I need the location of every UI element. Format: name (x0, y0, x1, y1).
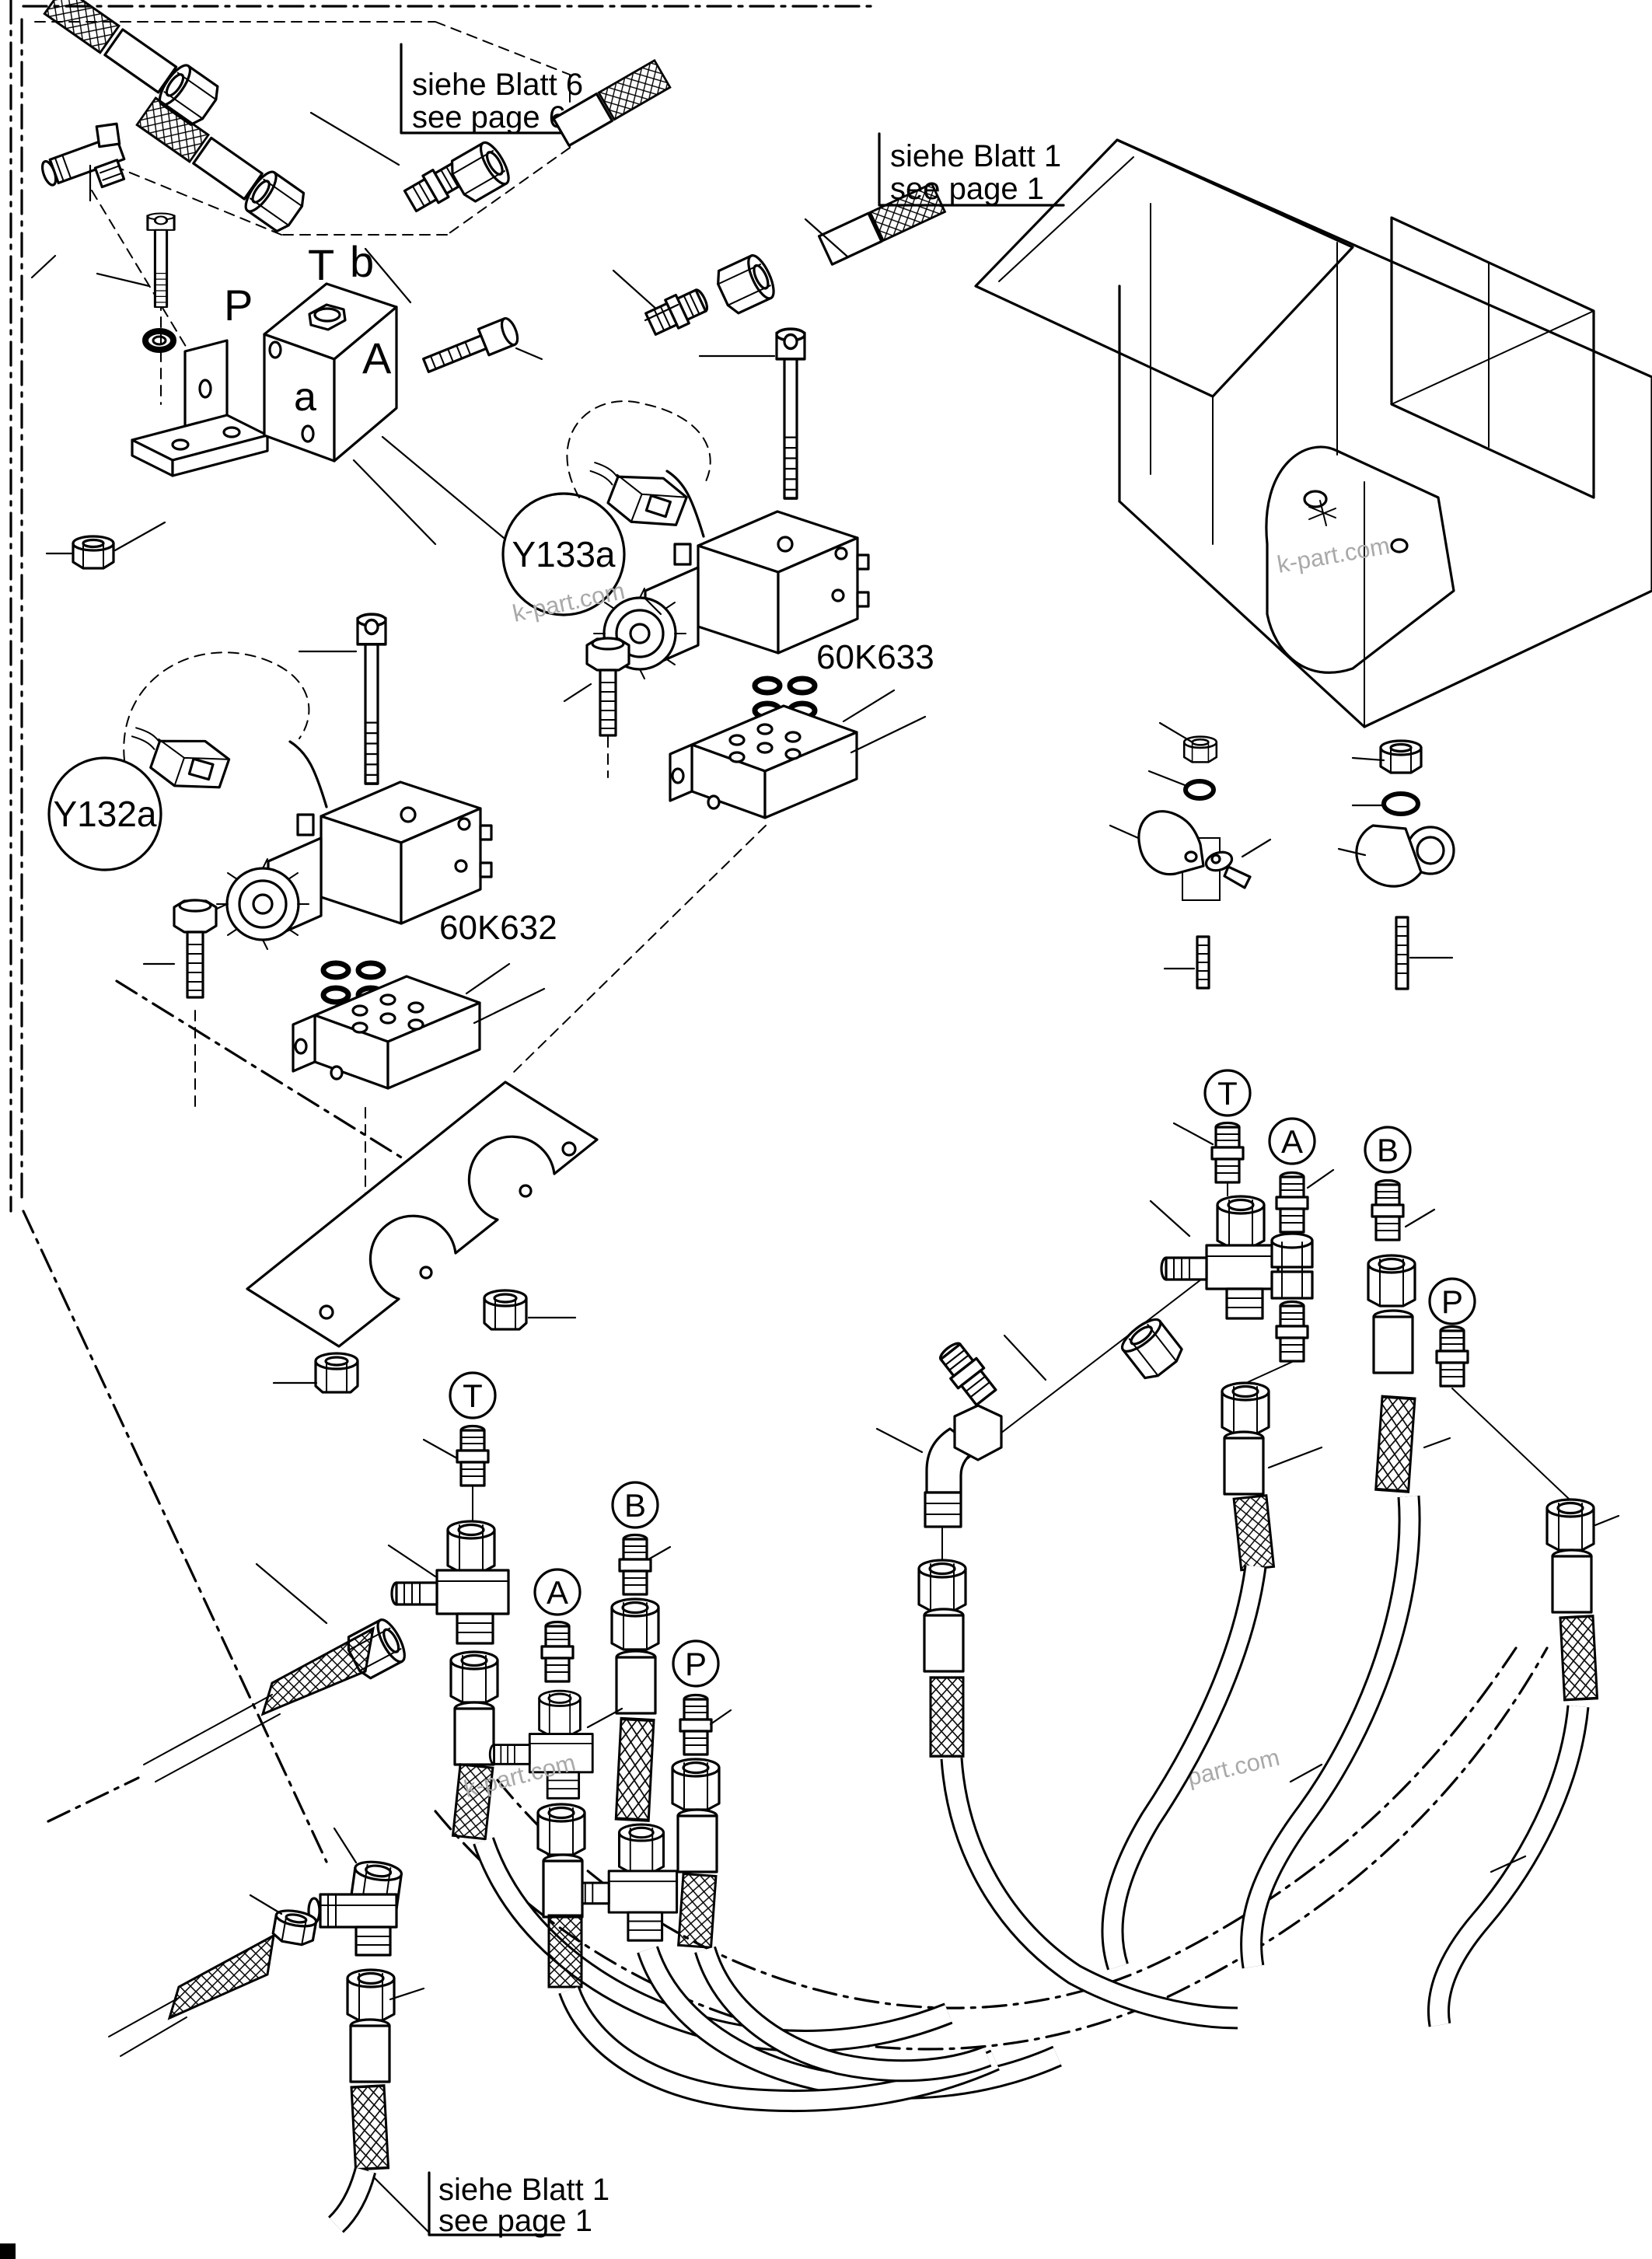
hose-4 (642, 182, 946, 340)
p-clamp-1 (1137, 810, 1205, 876)
port-label-p: P (224, 281, 253, 330)
y133a-hex-bolt (585, 637, 630, 737)
port-circle-a-right (1268, 1117, 1316, 1165)
l-bracket (131, 339, 269, 477)
port-circle-p-left (672, 1639, 720, 1688)
y132a-valve (197, 740, 493, 950)
hose-3-nut (445, 137, 515, 206)
port-circle-a-right-label: A (1281, 1123, 1303, 1160)
y133a-manifold (669, 689, 927, 819)
y132a-balloon (47, 756, 162, 871)
p-clamp-2 (1337, 824, 1455, 888)
y132a-manifold (292, 962, 546, 1090)
tee-fitting-top-left (40, 122, 126, 189)
ref-note-blatt1-bottom: siehe Blatt 1 see page 1 (364, 2167, 609, 2238)
port-circle-t-right (1203, 1069, 1252, 1117)
part-no-60k633: 60K633 (816, 638, 934, 676)
solenoid-y133a: Y133a k-part.com 60K633 (501, 327, 934, 1074)
hose-3-braid (552, 59, 672, 147)
port-circle-p-right (1428, 1277, 1476, 1325)
port-circle-b-right-label: B (1377, 1132, 1399, 1168)
y132a-label: Y132a (53, 794, 156, 834)
hex-plug (308, 303, 347, 331)
port-circle-b-left (611, 1481, 659, 1529)
port-label-a-upper: A (362, 333, 392, 382)
ref-blatt1-bottom-line1: siehe Blatt 1 (438, 2173, 609, 2207)
y133a-valve (593, 470, 870, 679)
port-circle-a-left-label: A (547, 1574, 568, 1611)
y133a-screw (775, 327, 806, 500)
clamp-assembly-2 (1337, 739, 1455, 990)
page-borders (0, 0, 876, 2259)
cap-nut-right (483, 1289, 528, 1331)
socket-screw-block (146, 211, 176, 309)
port-label-t: T (308, 240, 334, 289)
port-circle-b-right (1364, 1126, 1412, 1174)
part-no-60k632: 60K632 (439, 909, 557, 947)
machine-frame: k-part.com (974, 138, 1652, 728)
solenoid-y132a: Y132a 60K632 (47, 613, 557, 1276)
ref-note-blatt6: siehe Blatt 6 see page 6 (400, 43, 583, 134)
elbow-fitting (875, 1404, 1003, 1528)
y132a-screw (356, 613, 387, 785)
mounting-plate (246, 1081, 599, 1394)
port-screw (422, 316, 519, 373)
stud-screw-2 (1395, 916, 1454, 990)
branch-swivel (1116, 1313, 1187, 1384)
ref-blatt6-line2: see page 6 (412, 100, 566, 134)
hose-1 (43, 0, 225, 130)
ref-blatt6-line1: siehe Blatt 6 (412, 68, 583, 102)
y133a-balloon (501, 492, 626, 616)
port-circle-a-left (533, 1568, 582, 1616)
valve-block-cube (263, 282, 505, 546)
cap-nut-left (314, 1352, 359, 1394)
port-circle-t-left-label: T (463, 1377, 483, 1414)
y133a-label: Y133a (512, 534, 615, 574)
reducer-fitting (933, 1336, 1001, 1409)
port-circle-t-right-label: T (1217, 1075, 1238, 1112)
stud-screw-1 (1163, 935, 1210, 990)
hex-nut-bracket (72, 535, 115, 570)
clamp-assembly-1 (1109, 721, 1272, 990)
valve-block-assembly: P T b A a (30, 0, 946, 570)
bottom-left-assembly (108, 1827, 425, 2233)
hex-coupler (1270, 1232, 1314, 1300)
port-circle-p-right-label: P (1441, 1283, 1463, 1320)
port-label-b: b (350, 237, 374, 286)
ref-blatt1-top-line1: siehe Blatt 1 (890, 139, 1061, 173)
cable-lug (1204, 838, 1272, 889)
y132a-hex-bolt (173, 899, 218, 999)
port-circle-t-left (449, 1371, 497, 1419)
watermark-frame: k-part.com (1275, 532, 1392, 578)
port-label-a-lower: a (294, 375, 316, 420)
hose-2 (135, 96, 310, 236)
seal-washer (142, 328, 176, 353)
hose-group-right: T A B P (875, 1069, 1620, 2030)
hose-group-left: T B A P k-part.com (108, 1371, 1062, 2233)
ref-blatt1-bottom-line2: see page 1 (438, 2204, 592, 2238)
port-circle-b-left-label: B (624, 1487, 646, 1524)
port-circle-p-left-label: P (685, 1646, 707, 1682)
